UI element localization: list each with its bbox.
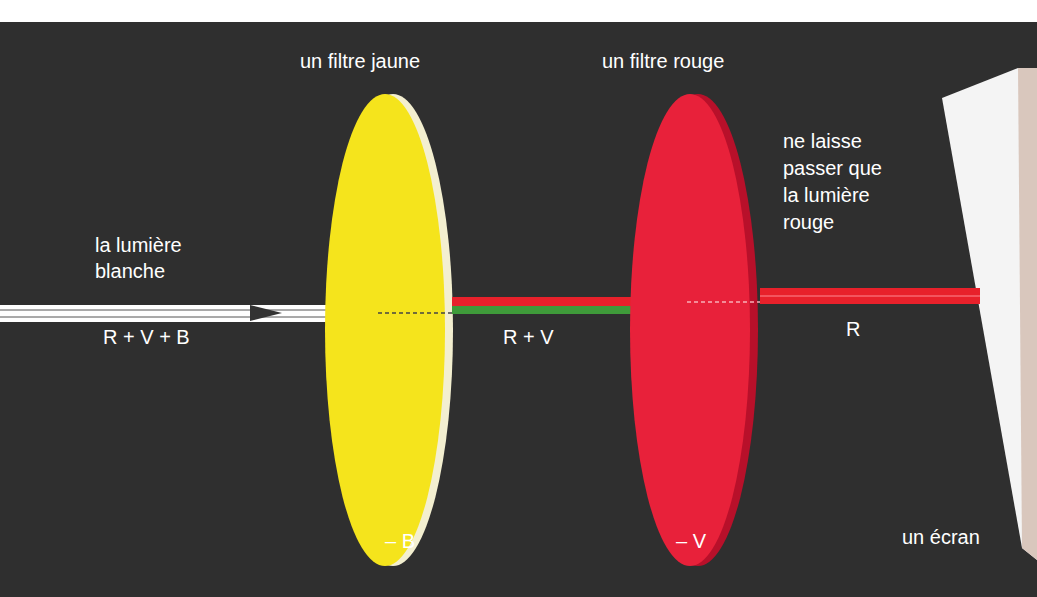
red-filter	[630, 94, 750, 566]
white-beam	[0, 305, 378, 322]
yellow-filter	[325, 94, 445, 566]
beam-line	[0, 317, 378, 318]
absorbed-color: – V	[676, 528, 706, 554]
background	[0, 22, 1037, 597]
light-label: la lumière blanche	[95, 232, 205, 284]
beam-line	[0, 310, 378, 311]
red-beam	[760, 288, 980, 304]
dashed-path	[687, 301, 760, 303]
color-formula: R	[846, 316, 860, 342]
beam-arrow	[250, 305, 282, 321]
filter-note: ne laisse passer que la lumière rouge	[783, 128, 901, 236]
filter-label: un filtre jaune	[300, 48, 420, 74]
screen	[942, 68, 1037, 560]
absorbed-color: – B	[385, 528, 415, 554]
color-formula: R + V	[503, 324, 554, 350]
filter-label: un filtre rouge	[602, 48, 724, 74]
dashed-path	[378, 312, 452, 314]
screen-label: un écran	[902, 524, 980, 550]
beam-line	[760, 296, 980, 297]
color-formula: R + V + B	[103, 324, 190, 350]
screen-edge	[1018, 68, 1037, 560]
page-strip	[0, 0, 1037, 22]
